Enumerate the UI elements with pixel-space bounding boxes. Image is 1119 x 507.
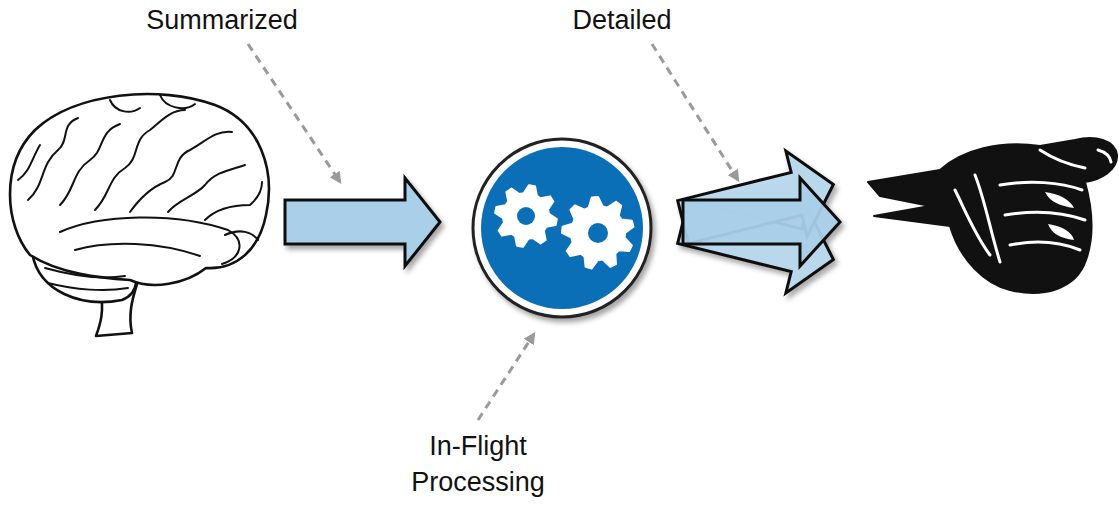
leader-lines xyxy=(248,44,738,420)
callout-label: Detailed xyxy=(522,2,722,38)
gear-hole xyxy=(588,223,608,243)
pointing-hand xyxy=(868,138,1117,293)
gear-hole xyxy=(517,207,535,225)
callout-label: In-Flight Processing xyxy=(403,428,553,500)
block-arrow xyxy=(285,178,440,266)
gear-symbol xyxy=(495,185,557,247)
fanned-arrows xyxy=(672,142,844,302)
brain-illustration xyxy=(10,94,269,336)
process-icon xyxy=(473,139,651,317)
callout-label: Summarized xyxy=(112,2,332,38)
gear-symbol xyxy=(562,197,633,268)
